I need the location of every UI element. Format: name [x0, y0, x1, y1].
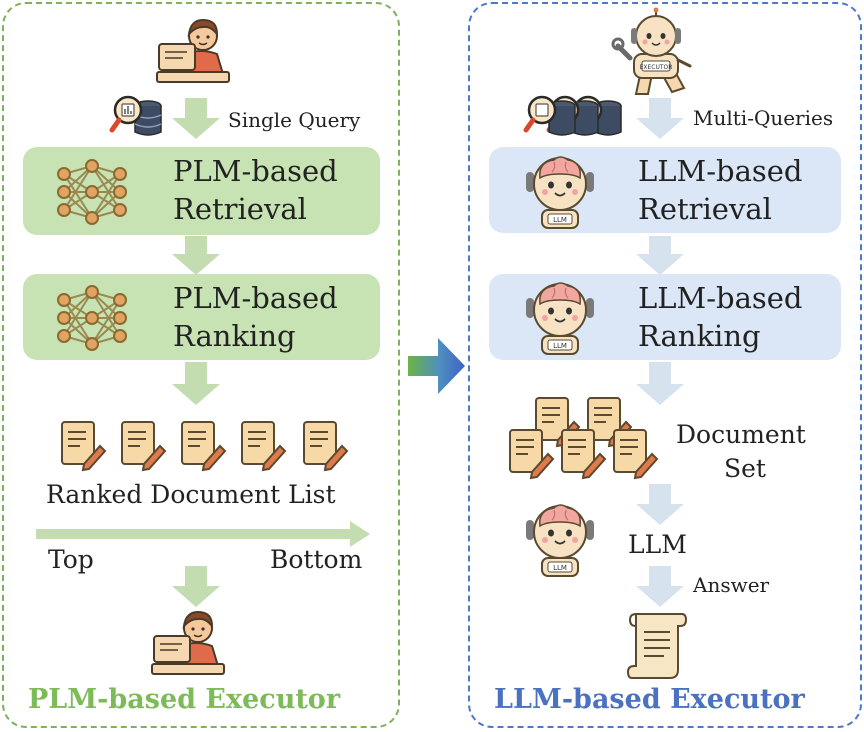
document-icon	[613, 429, 659, 480]
llm-retrieval-subtitle: Retrieval	[638, 192, 772, 226]
bottom-label: Bottom	[270, 545, 363, 574]
document-icon	[121, 421, 167, 472]
executor-robot-icon: EXECUTOR	[611, 7, 692, 95]
executor-badge-text: EXECUTOR	[640, 64, 673, 71]
document-icon	[509, 429, 555, 480]
document-set-label-line1: Document	[676, 420, 806, 449]
llm-robot-icon: LLM	[526, 504, 594, 577]
llm-label: LLM	[628, 530, 687, 559]
plm-executor-title: PLM-based Executor	[28, 684, 341, 715]
arrow-right-icon	[36, 521, 370, 547]
document-icon	[181, 421, 227, 472]
document-icon	[303, 421, 349, 472]
llm-executor-panel	[468, 2, 862, 728]
arrow-down-icon	[636, 98, 684, 139]
arrow-down-icon	[172, 236, 220, 275]
ranked-document-list-label: Ranked Document List	[46, 480, 336, 509]
llm-ranking-subtitle: Ranking	[638, 319, 761, 353]
transition-arrow-icon	[408, 338, 465, 394]
multi-queries-label: Multi-Queries	[693, 106, 834, 130]
llm-executor-title: LLM-based Executor	[494, 684, 805, 715]
plm-retrieval-title: PLM-based	[173, 154, 338, 188]
document-set-label-line2: Set	[724, 454, 766, 483]
database-search-icon	[109, 95, 162, 136]
neural-network-icon	[57, 285, 127, 351]
document-icon	[61, 421, 107, 472]
arrow-down-icon	[172, 98, 220, 139]
arrow-down-icon	[636, 236, 684, 275]
document-icon	[561, 429, 607, 480]
arrow-down-icon	[636, 362, 684, 405]
answer-scroll-icon	[626, 613, 688, 679]
llm-ranking-title: LLM-based	[638, 281, 803, 315]
single-query-label: Single Query	[228, 108, 361, 132]
llm-retrieval-title: LLM-based	[638, 154, 803, 188]
multi-database-search-icon	[523, 95, 622, 136]
llm-robot-icon: LLM	[526, 282, 594, 355]
arrow-down-icon	[172, 566, 220, 607]
llm-badge-text: LLM	[553, 216, 567, 224]
plm-ranking-title: PLM-based	[173, 281, 338, 315]
arrow-down-icon	[636, 484, 684, 525]
llm-badge-text: LLM	[553, 342, 567, 350]
plm-ranking-subtitle: Ranking	[173, 319, 296, 353]
plm-retrieval-subtitle: Retrieval	[173, 192, 307, 226]
llm-badge-text: LLM	[553, 564, 567, 572]
user-laptop-icon	[151, 610, 225, 675]
arrow-down-icon	[636, 566, 684, 607]
user-laptop-icon	[156, 18, 230, 83]
neural-network-icon	[57, 159, 127, 225]
plm-executor-panel	[2, 2, 400, 728]
arrow-down-icon	[172, 362, 220, 405]
top-label: Top	[48, 545, 94, 574]
document-icon	[241, 421, 287, 472]
answer-label: Answer	[693, 573, 770, 597]
llm-robot-icon: LLM	[526, 156, 594, 229]
